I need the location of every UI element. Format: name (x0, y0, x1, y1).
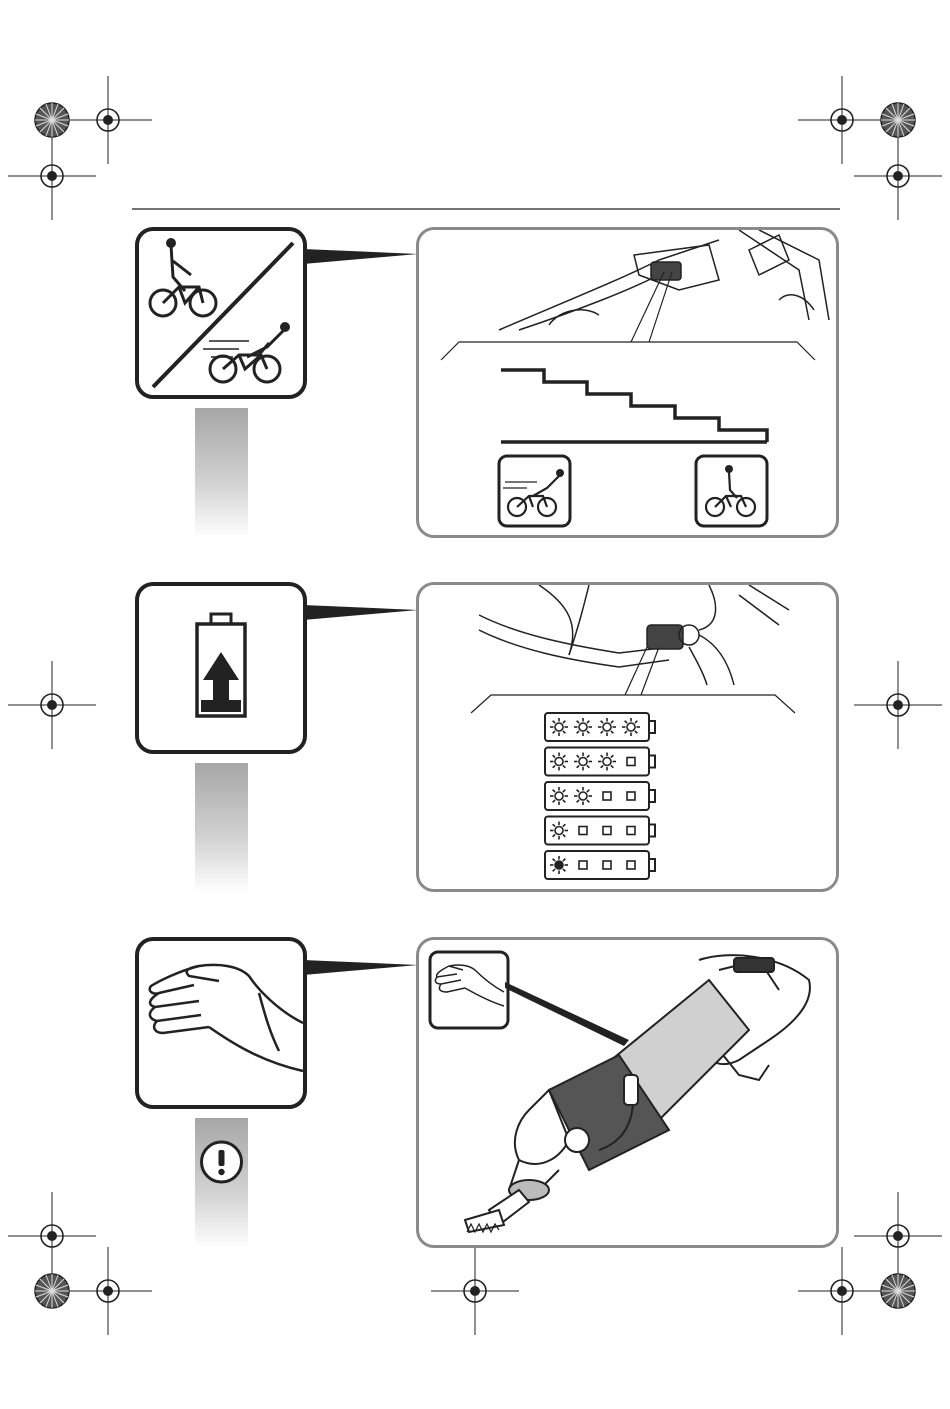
led-on-icon (598, 718, 616, 736)
led-on-icon (574, 753, 592, 771)
battery-tip (649, 825, 655, 837)
led-off-icon (603, 792, 611, 800)
battery-level-indicator (545, 713, 655, 741)
led-off-icon (627, 792, 635, 800)
color-star-mark (881, 1274, 915, 1308)
multi-tool-icon (419, 940, 836, 1245)
battery-pointer (303, 598, 423, 628)
speed-icon-box (135, 227, 307, 399)
speed-illustration (419, 230, 836, 535)
battery-level-indicator (545, 851, 655, 879)
speed-pointer (303, 242, 423, 272)
led-off-icon (579, 861, 587, 869)
led-on-icon (574, 718, 592, 736)
battery-tip (649, 721, 655, 733)
crop-mark (854, 132, 942, 220)
crop-mark (8, 132, 96, 220)
speed-panel (416, 227, 839, 538)
exclamation-icon (195, 1140, 248, 1200)
led-off-icon (603, 861, 611, 869)
battery-tip (649, 790, 655, 802)
grip-pointer (303, 953, 423, 983)
speed-steps (501, 370, 767, 442)
led-off-icon (627, 861, 635, 869)
fast-bicycle-icon (499, 456, 570, 526)
crop-mark (64, 76, 152, 164)
battery-tip (649, 859, 655, 871)
slow-bicycle-icon (696, 456, 767, 526)
crop-mark (854, 661, 942, 749)
led-on-icon (598, 753, 616, 771)
crop-mark (798, 76, 886, 164)
led-on-icon (550, 753, 568, 771)
crop-mark (64, 1247, 152, 1335)
battery-icon-box (135, 582, 307, 754)
led-off-icon (627, 827, 635, 835)
bicycle-slow-fast-icon (139, 231, 303, 395)
led-off-icon (579, 827, 587, 835)
color-star-mark (35, 1274, 69, 1308)
battery-tip (649, 756, 655, 768)
grip-gradient-bar (195, 1118, 248, 1248)
crop-mark (854, 1192, 942, 1280)
led-on-icon (574, 787, 592, 805)
color-star-mark (35, 103, 69, 137)
battery-charge-icon (139, 586, 303, 750)
crop-mark (431, 1247, 519, 1335)
led-on-icon (550, 822, 568, 840)
led-on-icon (550, 787, 568, 805)
battery-level-indicator (545, 782, 655, 810)
led-on-icon (622, 718, 640, 736)
led-on-icon (550, 718, 568, 736)
hand-icon (139, 941, 303, 1105)
battery-level-list (545, 713, 655, 879)
speed-gradient-bar (195, 408, 248, 538)
battery-level-indicator (545, 817, 655, 845)
grip-panel (416, 937, 839, 1248)
battery-gradient-bar (195, 763, 248, 893)
battery-panel (416, 582, 839, 892)
led-off-icon (603, 827, 611, 835)
battery-illustration (419, 585, 836, 889)
grip-icon-box (135, 937, 307, 1109)
battery-level-indicator (545, 748, 655, 776)
led-on-icon (550, 856, 568, 874)
hand-inset-icon (430, 952, 508, 1028)
led-off-icon (627, 758, 635, 766)
crop-mark (798, 1247, 886, 1335)
color-star-mark (881, 103, 915, 137)
crop-mark (8, 1192, 96, 1280)
crop-mark (8, 661, 96, 749)
